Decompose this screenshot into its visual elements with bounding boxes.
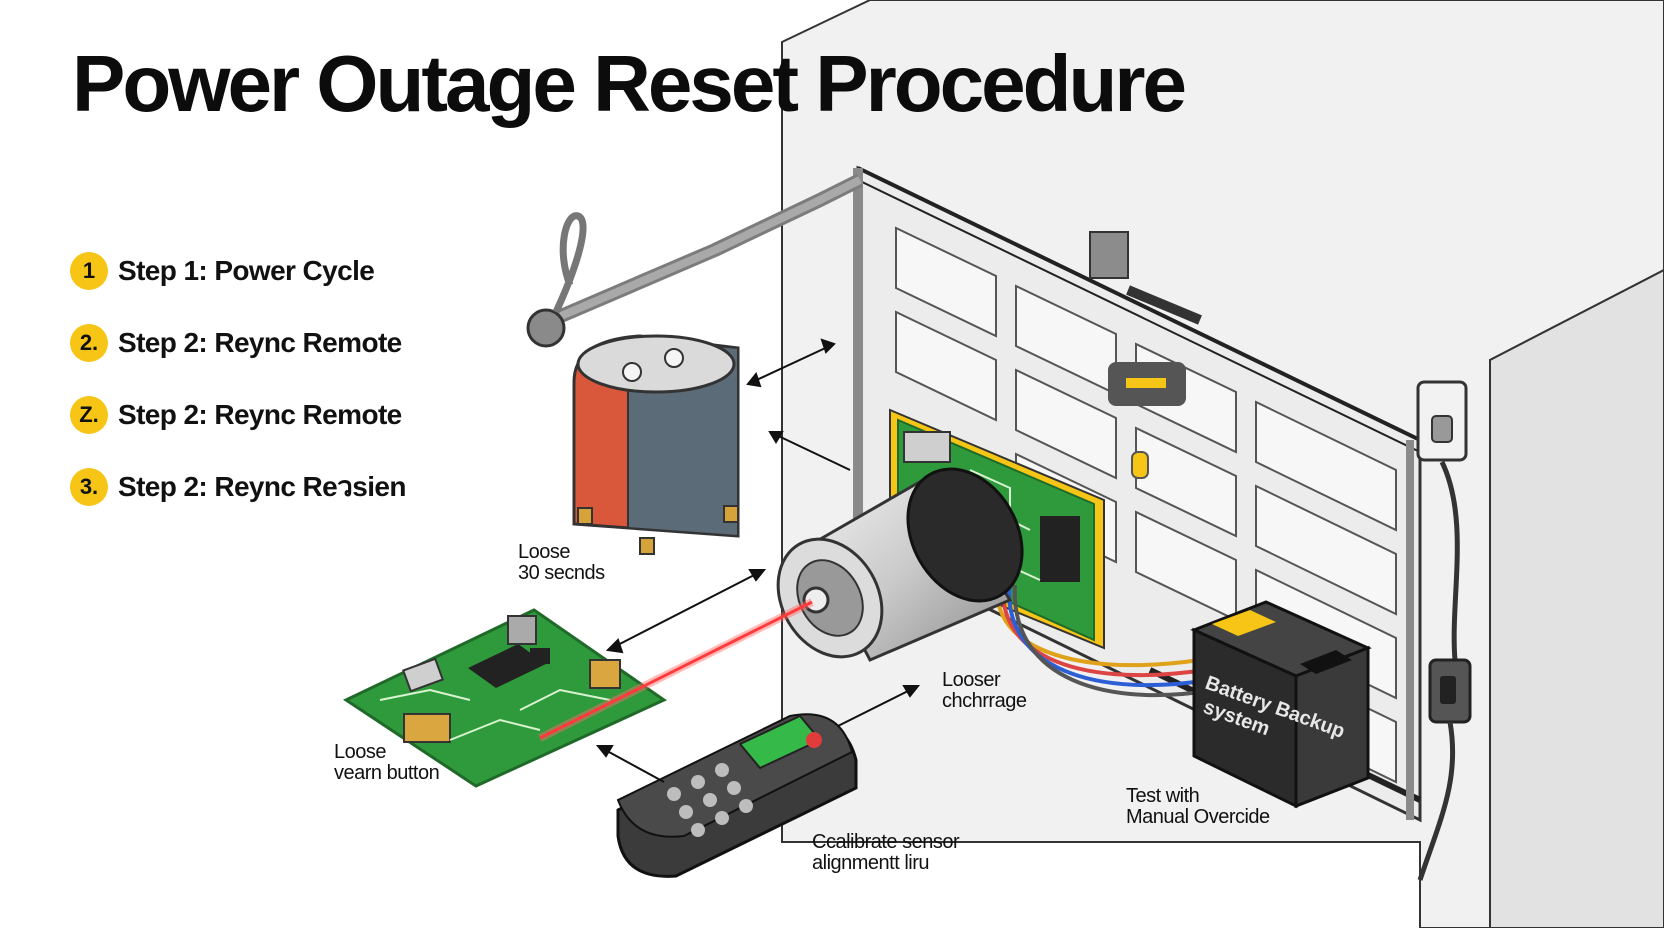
callout-override-line1: Test with (1126, 785, 1200, 807)
callout-motor-line2: chchrrage (942, 690, 1027, 712)
callout-sensor-line1: Ccalibrate sensor (812, 831, 960, 853)
callout-override-line2: Manual Overcide (1126, 806, 1270, 828)
step-number-badge: 1 (70, 252, 108, 290)
step-label: Step 2: Reync Reวsien (118, 471, 407, 502)
callout-motor: Looser chchrrage (942, 669, 1027, 712)
callout-arrows (595, 338, 921, 783)
callout-battery: Loose 30 secnds (518, 542, 605, 584)
laser-beam (538, 598, 814, 742)
step-item: Z. Step 2: Reync Remote (70, 396, 406, 434)
step-label: Step 2: Reync Remote (118, 327, 402, 358)
wall-outlet (1416, 380, 1472, 881)
callout-battery-line2: 30 secnds (518, 562, 605, 584)
battery-cell (572, 334, 740, 555)
callout-board-line1: Loose (334, 741, 387, 763)
callout-sensor: Ccalibrate sensor alignmentt liru (812, 831, 960, 874)
callout-sensor-line2: alignmentt liru (812, 852, 930, 874)
remote-control (616, 713, 858, 878)
callout-board-line2: vearn button (334, 762, 440, 784)
step-item: 1 Step 1: Power Cycle (70, 252, 406, 290)
step-number-badge: 3. (70, 468, 108, 506)
callout-motor-line1: Looser (942, 669, 1001, 691)
step-label: Step 1: Power Cycle (118, 255, 375, 286)
callout-override: Test with Manual Overcide (1126, 786, 1270, 828)
motor (776, 467, 1024, 662)
callout-board: Loose vearn button (334, 741, 440, 784)
step-number-badge: Z. (70, 396, 108, 434)
step-list: 1 Step 1: Power Cycle 2. Step 2: Reync R… (70, 252, 407, 540)
page-title: Power Outage Reset Procedure (72, 39, 1187, 128)
callout-battery-line1: Loose (518, 541, 570, 563)
circuit-board (342, 608, 668, 788)
opener-arm (526, 173, 1202, 348)
battery-backup-box: Battery Backup system (1190, 600, 1372, 809)
step-item: 3. Step 2: Reync Reวsien (70, 468, 407, 506)
step-item: 2. Step 2: Reync Remote (70, 324, 406, 362)
step-number-badge: 2. (70, 324, 108, 362)
step-label: Step 2: Reync Remote (118, 399, 402, 430)
